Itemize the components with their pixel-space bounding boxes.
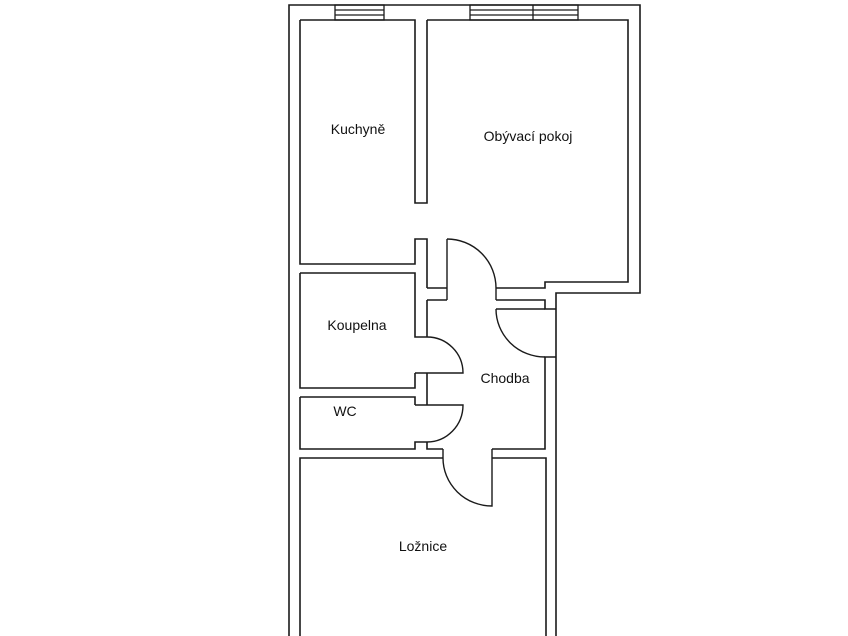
room-label-chodba: Chodba	[480, 370, 529, 386]
room-label-koupelna: Koupelna	[327, 317, 386, 333]
door-living-room[interactable]	[446, 238, 497, 300]
hall-walls	[426, 299, 556, 450]
bedroom-walls	[299, 457, 547, 636]
door-wc[interactable]	[415, 404, 464, 443]
wc-walls	[299, 396, 427, 450]
outer-wall	[288, 4, 641, 636]
window-kitchen	[334, 4, 385, 21]
bathroom-walls	[299, 272, 427, 389]
room-label-wc: WC	[333, 403, 356, 419]
door-bedroom[interactable]	[442, 449, 493, 507]
door-living-room-side[interactable]	[495, 308, 546, 358]
room-label-obyvaci-pokoj: Obývací pokoj	[484, 128, 573, 144]
kitchen-walls	[299, 19, 428, 288]
room-label-kuchyne: Kuchyně	[331, 121, 386, 137]
door-bathroom[interactable]	[415, 336, 464, 374]
living-room-walls	[427, 19, 629, 289]
window-living-room	[469, 4, 579, 21]
room-label-loznice: Ložnice	[399, 538, 447, 554]
